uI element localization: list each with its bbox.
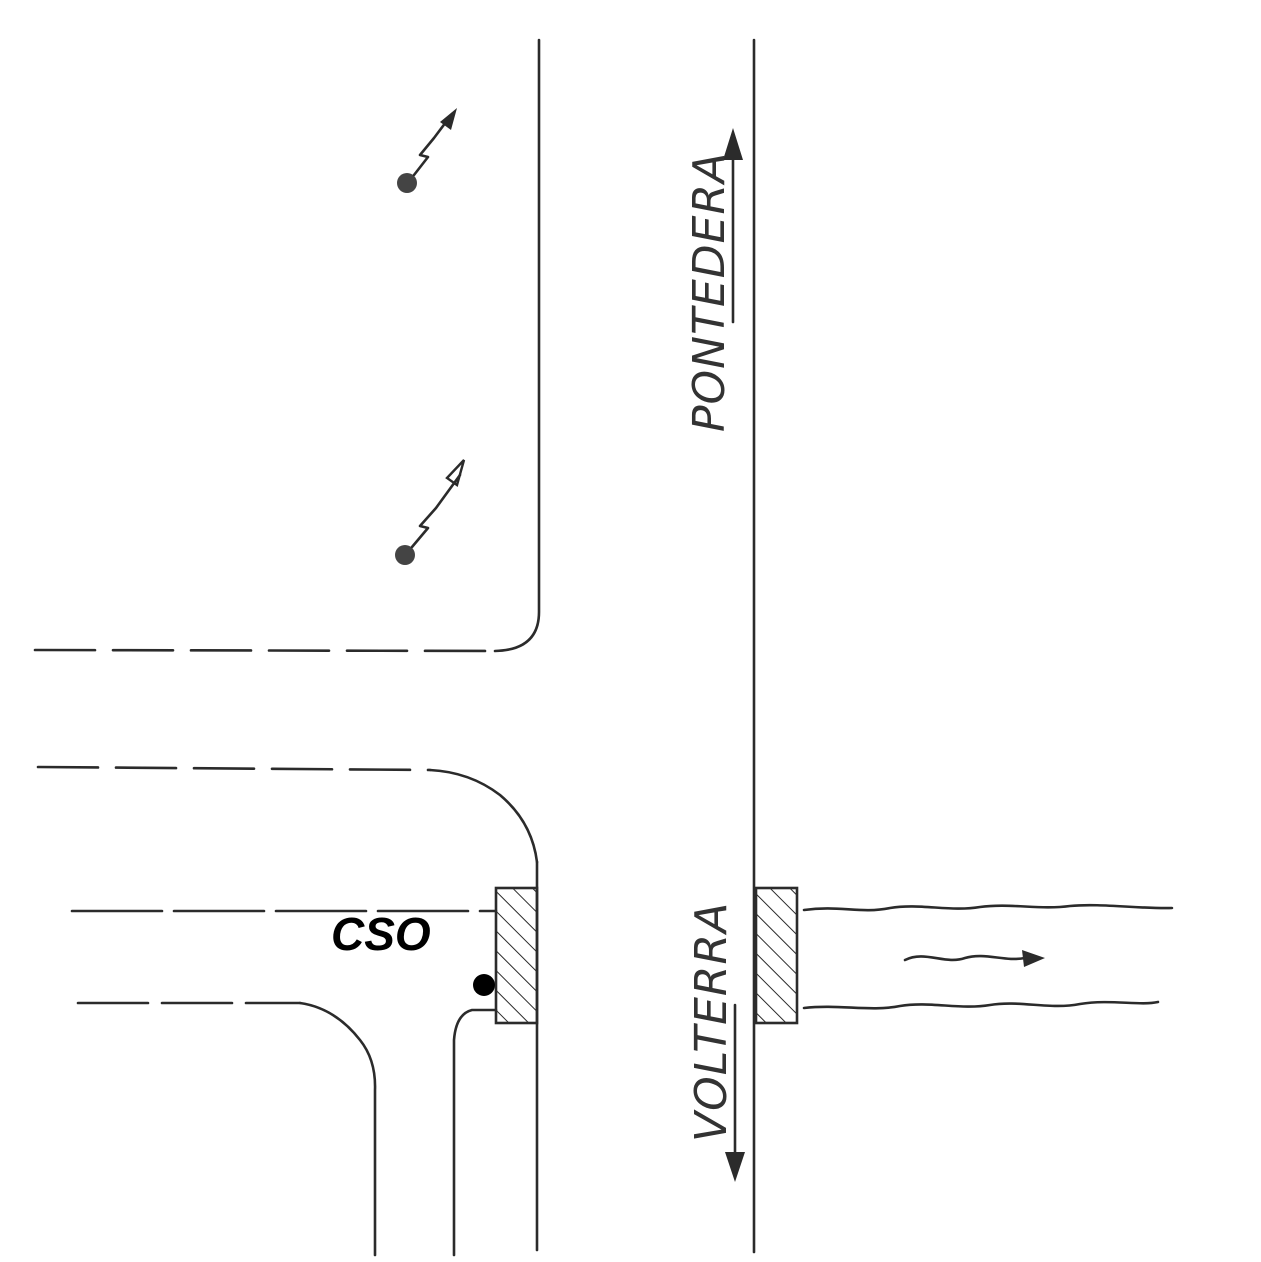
cso-label: CSO [331, 908, 431, 960]
flow-arrow [903, 954, 1027, 962]
cso-outfall-point [473, 974, 495, 996]
side-road-south-edge [36, 765, 432, 772]
north-marker-point-lower [395, 545, 415, 565]
pontedera-label: PONTEDERA [684, 152, 735, 432]
north-arrow-lower-icon [410, 473, 462, 549]
pontedera-arrow-head [723, 128, 743, 160]
flow-arrow-head [1022, 950, 1045, 967]
side-road-north-edge [33, 648, 498, 653]
channel-east-south-bank [802, 1000, 1160, 1010]
north-arrow-upper-icon [412, 112, 454, 177]
side-road-south-corner [428, 768, 539, 864]
channel-curve-inner [452, 1008, 498, 1257]
volterra-label: VOLTERRA [686, 902, 737, 1142]
channel-curve-outer [298, 1001, 377, 1257]
north-marker-point-upper [397, 173, 417, 193]
main-road-west-edge-upper [493, 38, 541, 653]
channel-east-north-bank [802, 903, 1174, 912]
north-arrow-lower-head [445, 459, 466, 487]
culvert-headwall-west [494, 886, 539, 1025]
volterra-arrow-head [725, 1152, 745, 1182]
culvert-headwall-east [754, 886, 799, 1025]
north-arrow-upper-head [440, 108, 457, 130]
